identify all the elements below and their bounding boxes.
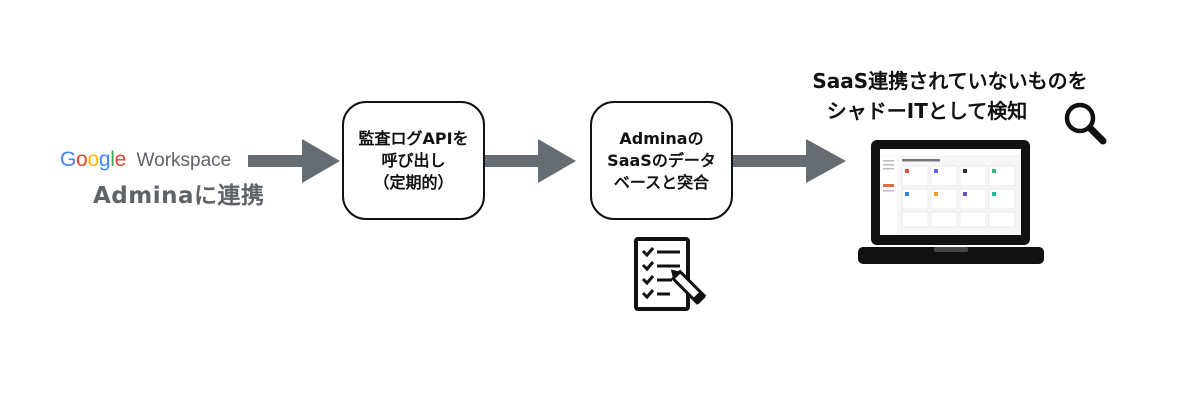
flow-arrow-3 xyxy=(733,139,846,183)
source-subtitle: Adminaに連携 xyxy=(93,183,265,209)
checklist-icon xyxy=(634,237,707,311)
result-line-1: SaaS連携されていないものを xyxy=(812,69,1088,93)
flow-arrow-1 xyxy=(248,139,342,183)
step2-line-1: Adminaの xyxy=(619,128,704,148)
step-box-audit-log-api: 監査ログAPIを 呼び出し （定期的） xyxy=(342,101,485,220)
search-icon xyxy=(1064,102,1107,145)
google-workspace-logo: Google Workspace xyxy=(60,148,231,173)
result-caption: SaaS連携されていないものを シャドーITとして検知 xyxy=(740,66,1160,126)
step1-line-2: 呼び出し xyxy=(381,150,446,170)
google-wordmark: Google xyxy=(60,148,126,171)
result-line-2: シャドーITとして検知 xyxy=(826,99,1028,123)
flow-arrow-2 xyxy=(485,139,578,183)
workspace-wordmark: Workspace xyxy=(136,150,232,171)
laptop-icon xyxy=(858,140,1044,264)
step1-line-1: 監査ログAPIを xyxy=(358,128,469,148)
step-box-admina-database: Adminaの SaaSのデータ ベースと突合 xyxy=(590,101,733,220)
step2-line-3: ベースと突合 xyxy=(613,172,710,192)
step1-line-3: （定期的） xyxy=(373,172,454,192)
step2-line-2: SaaSのデータ xyxy=(607,150,716,170)
